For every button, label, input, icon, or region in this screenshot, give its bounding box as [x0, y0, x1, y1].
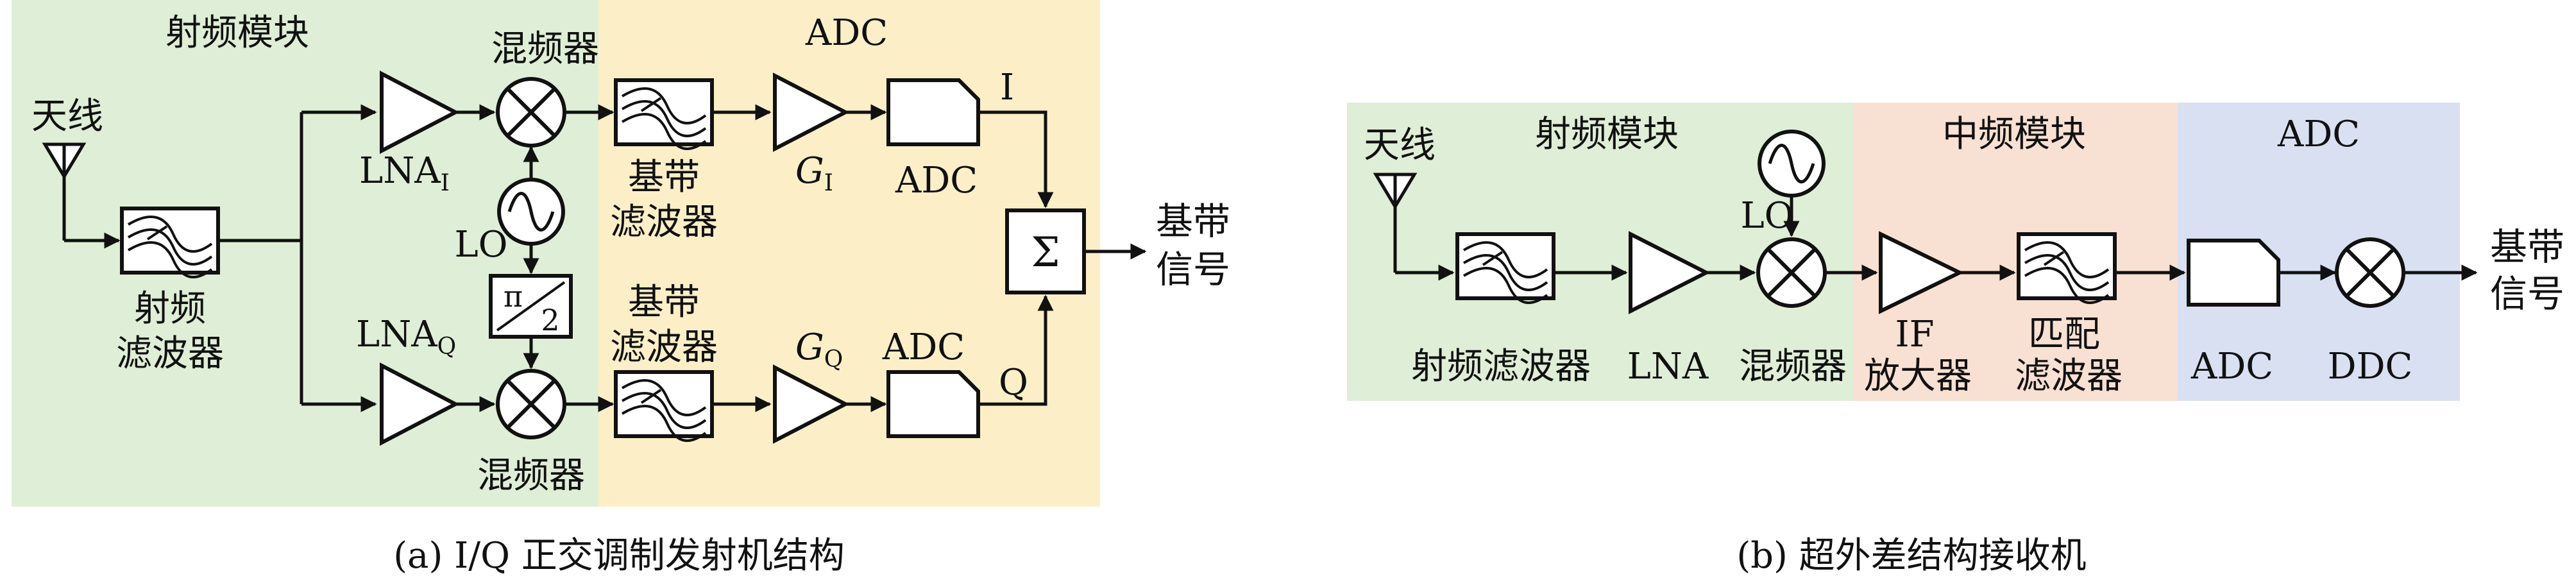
bb-filter-bottom-icon	[616, 372, 712, 441]
output-label-2-b: 信号	[2490, 272, 2564, 316]
mixer-label-b: 混频器	[1739, 346, 1847, 387]
lna-label-b: LNA	[1627, 346, 1709, 387]
lo-oscillator-icon-b	[1759, 131, 1824, 196]
lo-label-a: LO	[454, 224, 507, 266]
bb-filter-top-label-2: 滤波器	[610, 201, 718, 243]
antenna-icon	[42, 142, 121, 249]
adc-bottom-label-a: ADC	[882, 326, 965, 368]
i-label: I	[1000, 67, 1014, 108]
antenna-label-b: 天线	[1364, 124, 1436, 166]
adc-top-label-a: ADC	[895, 160, 978, 201]
bb-filter-top-icon	[616, 80, 712, 149]
lna-q-amplifier-icon	[380, 362, 460, 446]
lna-i-label: LNAI	[359, 150, 450, 196]
summer-icon	[1005, 208, 1086, 294]
ddc-mixer-icon	[2337, 239, 2403, 306]
phase-shifter-icon	[489, 274, 573, 339]
gain-q-label: GQ	[795, 326, 843, 373]
output-label-1-a: 基带	[1156, 199, 1230, 243]
lna-i-amplifier-icon	[380, 71, 460, 154]
phase-shift-num: π	[504, 279, 523, 314]
match-filter-icon	[2019, 234, 2115, 303]
adc-icon-b	[2189, 241, 2278, 305]
lo-oscillator-icon-a	[499, 180, 563, 244]
adc-region-label-b: ADC	[2277, 114, 2360, 155]
output-label-2-a: 信号	[1156, 248, 1230, 291]
antenna-label-a: 天线	[31, 96, 103, 137]
if-amp-label-2: 放大器	[1864, 355, 1972, 397]
sum-symbol: Σ	[1031, 229, 1060, 276]
rf-filter-label-1-a: 射频	[134, 288, 206, 330]
mixer-top-icon	[498, 79, 564, 146]
lna-q-label: LNAQ	[356, 314, 456, 360]
bb-filter-bottom-label-2: 滤波器	[610, 326, 718, 368]
adc-label-b: ADC	[2190, 346, 2273, 387]
rf-filter-label-b: 射频滤波器	[1411, 346, 1591, 387]
if-amp-label-1: IF	[1895, 314, 1935, 355]
mixer-icon-b	[1758, 239, 1825, 306]
adc-top-icon	[888, 80, 978, 144]
if-region-label-b: 中频模块	[1942, 114, 2086, 155]
mixer-bottom-label-a: 混频器	[477, 455, 585, 496]
gain-i-amplifier-icon	[773, 72, 850, 152]
rf-filter-icon-a	[122, 208, 218, 277]
ddc-label: DDC	[2328, 346, 2413, 387]
output-label-1-b: 基带	[2490, 225, 2564, 269]
mixer-bottom-icon	[498, 371, 564, 437]
match-filter-label-2: 滤波器	[2015, 355, 2123, 397]
q-label: Q	[999, 362, 1028, 403]
rf-region-label-a: 射频模块	[165, 12, 309, 54]
mixer-top-label-a: 混频器	[491, 28, 599, 70]
caption-a: (a) I/Q 正交调制发射机结构	[393, 535, 845, 577]
diagram-b: 射频模块 中频模块 ADC 天线 射频滤波器 LNA 混频器 LO IF 放大器…	[1347, 103, 2564, 577]
rf-filter-label-2-a: 滤波器	[116, 333, 224, 375]
adc-region-label-a: ADC	[805, 12, 888, 54]
rf-region-a	[12, 0, 598, 507]
bb-filter-bottom-label-1: 基带	[628, 282, 700, 323]
caption-b: (b) 超外差结构接收机	[1736, 535, 2086, 577]
if-amplifier-icon	[1879, 231, 1964, 314]
rf-filter-icon-b	[1457, 234, 1554, 303]
gain-i-label: GI	[795, 150, 833, 196]
adc-bottom-icon	[888, 372, 978, 436]
match-filter-label-1: 匹配	[2028, 314, 2100, 355]
bb-filter-top-label-1: 基带	[628, 157, 700, 198]
rf-region-label-b: 射频模块	[1535, 114, 1679, 155]
gain-q-amplifier-icon	[773, 364, 850, 444]
phase-shift-den: 2	[541, 303, 559, 337]
lo-label-b: LO	[1740, 195, 1793, 237]
antenna-icon-b	[1373, 173, 1455, 281]
lna-amplifier-icon-b	[1629, 231, 1711, 314]
diagram-a: 射频模块 ADC 天线 射频 滤波器 LNAI LNAQ 混频器 混频器	[12, 0, 1230, 577]
